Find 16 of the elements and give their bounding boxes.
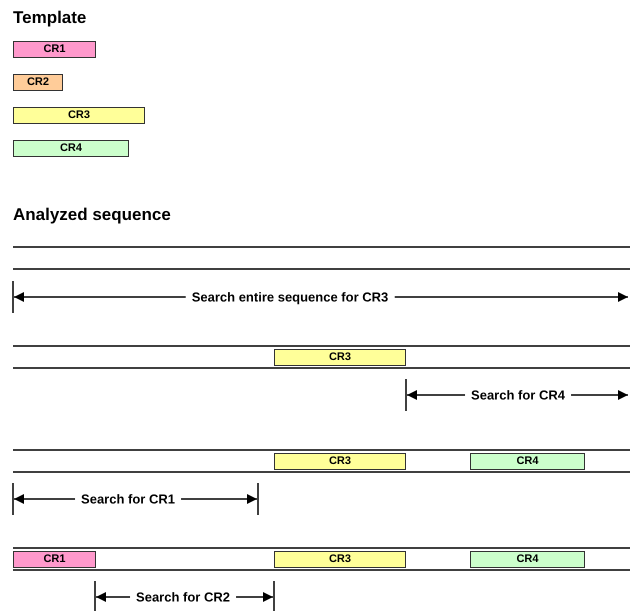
region-box: CR1	[13, 551, 96, 568]
region-box: CR3	[274, 349, 406, 366]
search-range-label: Search for CR1	[75, 492, 181, 506]
search-range-label: Search entire sequence for CR3	[186, 290, 394, 304]
region-box: CR3	[274, 551, 406, 568]
search-range-label: Search for CR4	[465, 388, 571, 402]
search-range-label: Search for CR2	[130, 590, 236, 604]
region-box: CR1	[13, 41, 96, 58]
region-box: CR4	[470, 453, 585, 470]
region-box: CR4	[13, 140, 129, 157]
region-box: CR4	[470, 551, 585, 568]
region-box: CR3	[13, 107, 145, 124]
region-box: CR2	[13, 74, 63, 91]
section-heading: Analyzed sequence	[13, 205, 171, 225]
section-heading: Template	[13, 8, 86, 28]
region-box: CR3	[274, 453, 406, 470]
